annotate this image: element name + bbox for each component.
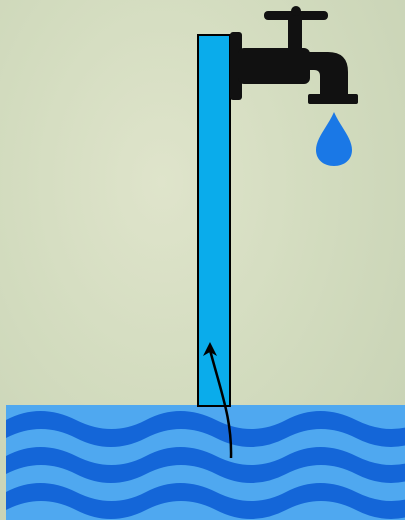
faucet-body — [238, 48, 310, 84]
faucet-icon — [230, 6, 358, 104]
faucet-stem — [288, 20, 302, 52]
water-drop-icon — [316, 112, 352, 166]
faucet-handle-knob — [291, 6, 301, 16]
faucet-nozzle — [308, 94, 358, 104]
water-body — [6, 405, 405, 520]
